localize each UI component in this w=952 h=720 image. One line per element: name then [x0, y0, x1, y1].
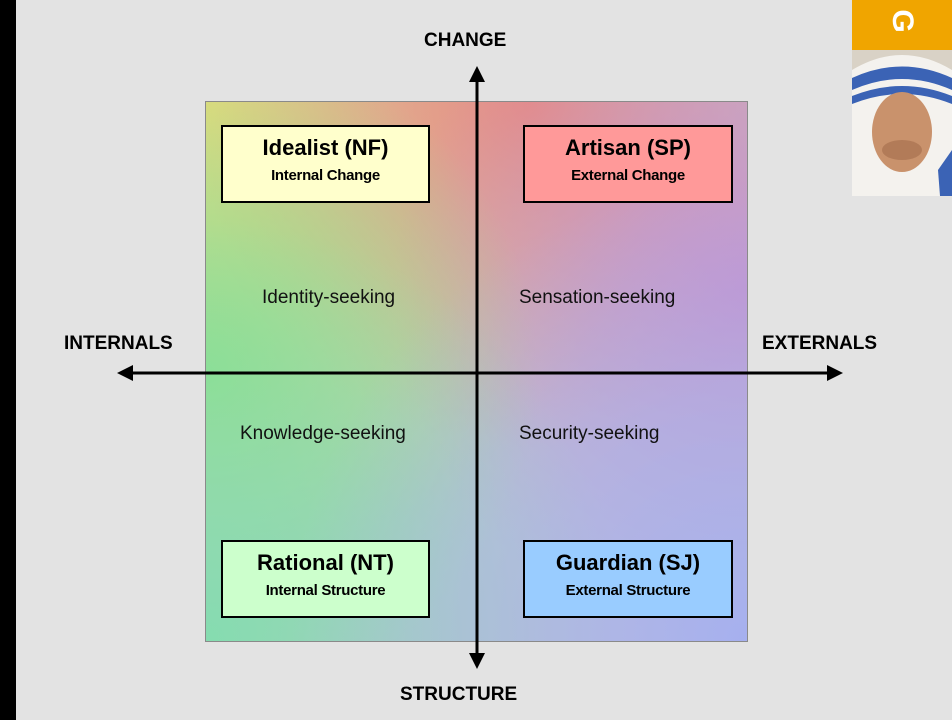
arrow-right-icon: [827, 365, 843, 381]
quadrant-label-security: Security-seeking: [519, 423, 660, 444]
type-box-rational: Rational (NT) Internal Structure: [221, 540, 430, 618]
type-subtitle: Internal Change: [271, 167, 380, 184]
type-subtitle: External Structure: [565, 582, 691, 599]
portrait-photo: G: [852, 0, 952, 196]
axis-label-right: EXTERNALS: [762, 333, 878, 354]
axis-label-top: CHANGE: [424, 30, 507, 51]
axis-label-bottom: STRUCTURE: [400, 684, 518, 705]
quadrant-label-knowledge: Knowledge-seeking: [240, 423, 406, 444]
arrow-left-icon: [117, 365, 133, 381]
type-box-artisan: Artisan (SP) External Change: [523, 125, 733, 203]
type-name: Artisan (SP): [565, 135, 691, 160]
type-subtitle: Internal Structure: [265, 582, 386, 599]
portrait-photo-icon: [852, 50, 952, 196]
type-box-guardian: Guardian (SJ) External Structure: [523, 540, 733, 618]
logo-glyph: G: [886, 9, 919, 33]
arrow-down-icon: [469, 653, 485, 669]
type-name: Idealist (NF): [262, 135, 389, 160]
arrow-up-icon: [469, 66, 485, 82]
axis-label-left: INTERNALS: [64, 333, 173, 354]
quadrant-label-identity: Identity-seeking: [262, 287, 396, 308]
type-box-idealist: Idealist (NF) Internal Change: [221, 125, 430, 203]
type-subtitle: External Change: [571, 167, 685, 184]
quadrant-label-sensation: Sensation-seeking: [519, 287, 676, 308]
type-name: Guardian (SJ): [555, 550, 701, 575]
type-name: Rational (NT): [257, 550, 394, 575]
